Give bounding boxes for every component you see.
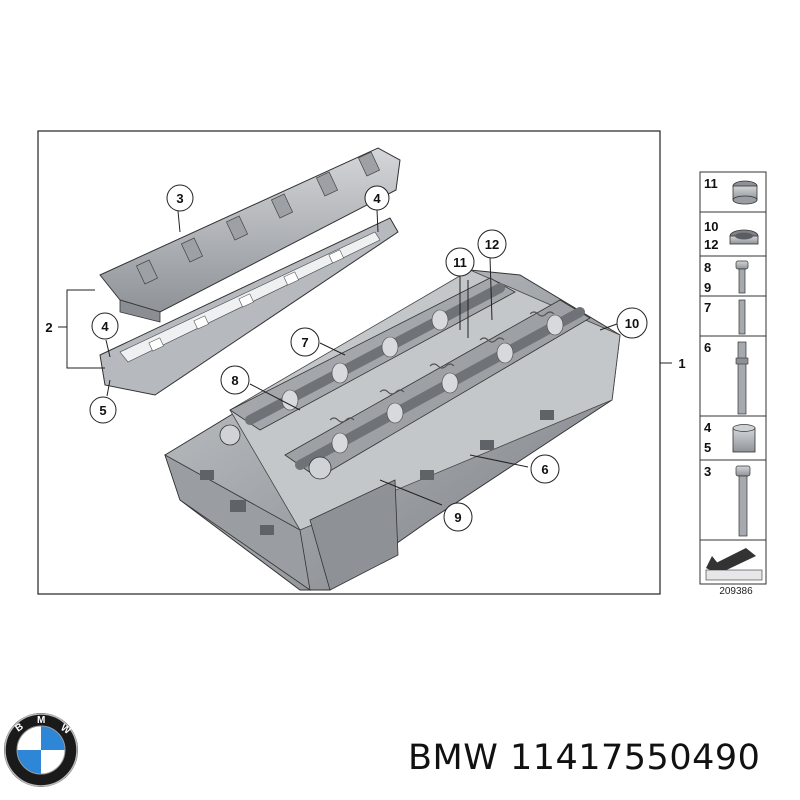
reference-number: 209386 [719,586,753,597]
svg-text:10: 10 [625,316,639,331]
callout-12: 12 [477,229,507,259]
svg-text:M: M [37,715,45,726]
callout-5: 5 [89,396,117,424]
callout-8: 8 [220,365,250,395]
callout-4-top: 4 [364,185,390,211]
callout-3: 3 [166,184,194,212]
legend-6: 6 [704,340,711,355]
part-cylinder-head [164,269,621,591]
legend-5: 5 [704,440,711,455]
part-number-caption: BMW 11417550490 [408,738,761,778]
callout-1: 1 [678,356,685,371]
callout-6: 6 [530,454,560,484]
callout-10: 10 [616,307,648,339]
reference-arrow-icon [705,548,763,581]
parts-legend: 11 10 12 8 9 7 6 4 5 3 [699,171,767,585]
svg-text:11: 11 [453,255,467,270]
svg-text:12: 12 [485,237,499,252]
bracket-2 [66,289,105,369]
svg-text:2: 2 [45,320,52,335]
svg-text:1: 1 [678,356,685,371]
callout-9: 9 [443,502,473,532]
legend-9: 9 [704,280,711,295]
svg-text:3: 3 [176,191,183,206]
svg-text:9: 9 [454,510,461,525]
bmw-logo-icon: B M W [4,713,78,787]
legend-7: 7 [704,300,711,315]
legend-11: 11 [704,176,718,191]
legend-10: 10 [704,219,718,234]
callout-11: 11 [445,247,475,277]
legend-8: 8 [704,260,711,275]
svg-text:8: 8 [231,373,238,388]
svg-text:6: 6 [541,462,548,477]
svg-text:7: 7 [301,335,308,350]
svg-text:5: 5 [99,403,106,418]
part-lower-frame [99,217,399,396]
callout-2: 2 [45,320,52,335]
legend-12: 12 [704,237,718,252]
legend-4: 4 [704,420,712,435]
svg-text:4: 4 [101,319,109,334]
svg-text:4: 4 [373,191,381,206]
part-upper-carrier [99,147,401,323]
callout-7: 7 [290,327,320,357]
leader-lines [105,209,672,506]
callout-4-left: 4 [91,312,119,340]
legend-3: 3 [704,464,711,479]
